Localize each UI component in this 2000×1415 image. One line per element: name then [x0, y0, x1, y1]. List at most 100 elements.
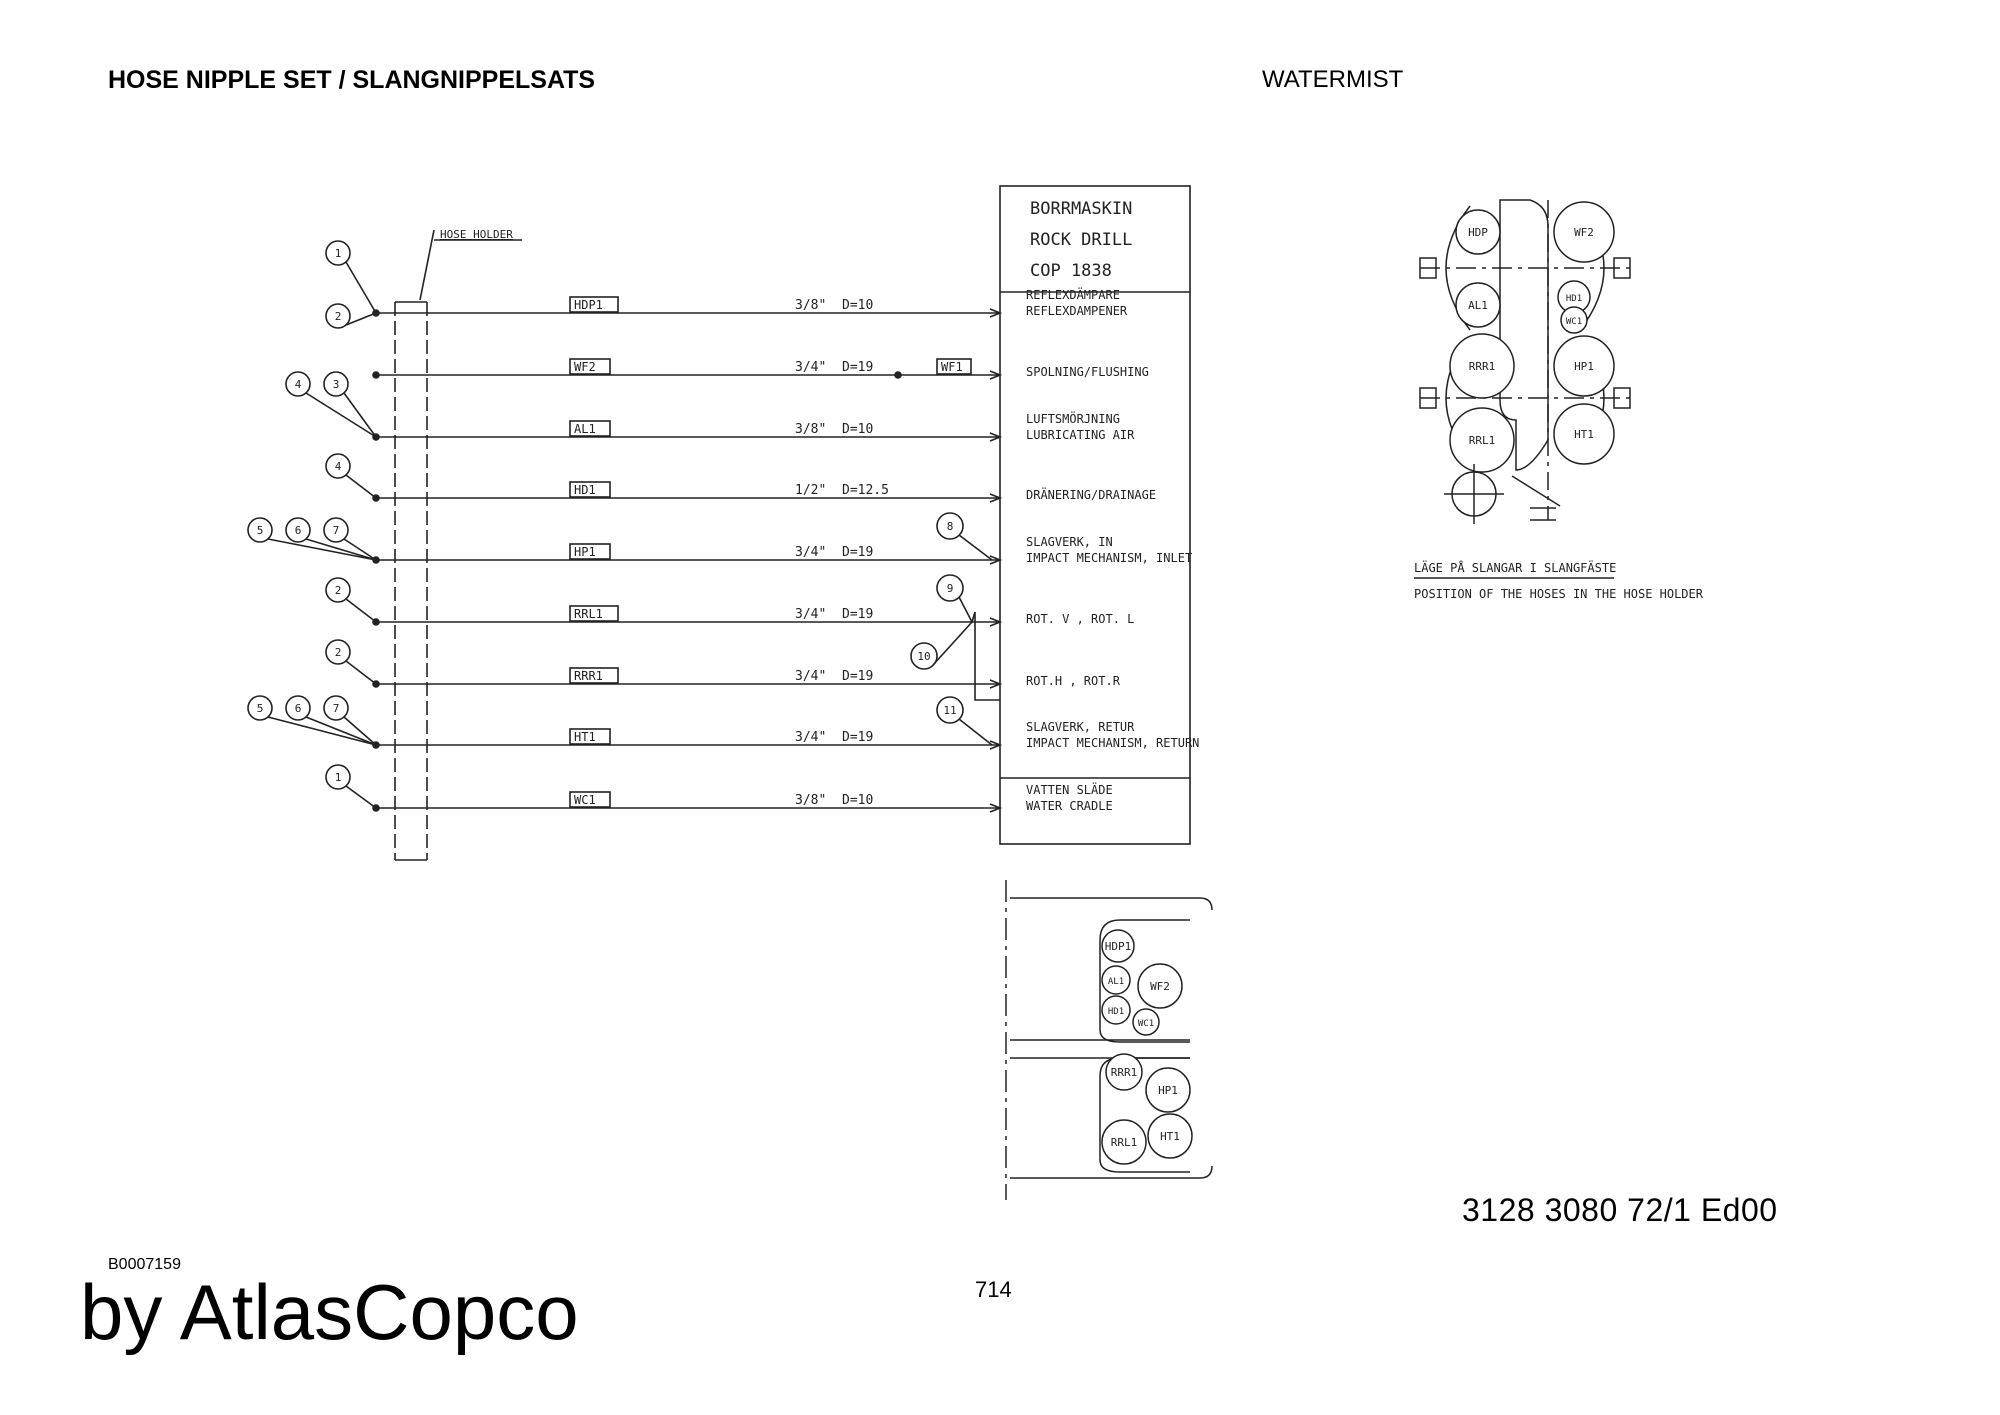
hose-diameter-label: D=19: [842, 545, 873, 560]
hose-size-label: 1/2": [795, 483, 826, 498]
drill-port-label: REFLEXDAMPENER: [1026, 304, 1128, 318]
rotation-bracket: [974, 612, 1000, 701]
right-callout-balloon: 9: [936, 574, 973, 623]
callout-number: 7: [333, 702, 340, 715]
hose-label: AL1: [1108, 977, 1124, 987]
hose-arrowhead: [989, 555, 1003, 565]
hose-holder-leader: [419, 229, 435, 301]
page-number: 714: [975, 1277, 1012, 1302]
hose-code-label: HT1: [574, 730, 596, 744]
callout-number: 2: [335, 646, 342, 659]
callout-balloon: 3: [323, 371, 377, 438]
callout-circle: [285, 517, 311, 543]
callout-circle: [325, 240, 351, 266]
callout-leader: [345, 660, 377, 685]
callout-leader: [958, 596, 973, 623]
hose-size-label: 3/4": [795, 730, 826, 745]
section-view-hose-al1: AL1: [1101, 965, 1131, 995]
hose-code-box: [569, 791, 611, 808]
hose-arrowhead: [989, 803, 1003, 813]
hose-size-label: 3/4": [795, 669, 826, 684]
callout-leader: [345, 785, 377, 809]
drill-port-label: LUBRICATING AIR: [1026, 428, 1135, 442]
callout-leader: [958, 718, 993, 746]
hose-label: WC1: [1566, 317, 1582, 327]
callout-number: 9: [947, 582, 954, 595]
right-callout-balloon: 11: [936, 696, 993, 746]
callout-leader: [343, 716, 377, 746]
hose-label: HD1: [1566, 294, 1582, 304]
hose-label: WC1: [1138, 1019, 1154, 1029]
hose-arrowhead: [989, 617, 1003, 627]
callout-leader: [305, 538, 377, 561]
right-callout-balloon: 8: [936, 512, 993, 561]
hose-label: RRR1: [1111, 1066, 1138, 1079]
drill-title-1: BORRMASKIN: [1030, 199, 1132, 219]
hose-circle: [1147, 1113, 1193, 1159]
callout-balloon: 4: [325, 453, 377, 499]
top-view-hose-rrl1: RRL1: [1449, 407, 1515, 473]
callout-leader: [343, 538, 377, 561]
drill-port-label: IMPACT MECHANISM, RETURN: [1026, 736, 1199, 750]
hose-size-label: 3/4": [795, 607, 826, 622]
hose-diameter-label: D=10: [842, 422, 873, 437]
section-top-flange: [1010, 897, 1213, 911]
hose-label: RRL1: [1469, 434, 1496, 447]
callout-circle: [247, 517, 273, 543]
hose-circle: [1455, 209, 1501, 255]
callout-balloon: 2: [325, 639, 377, 685]
bolt-head-right: [1613, 387, 1631, 409]
hose-label: HT1: [1160, 1130, 1180, 1143]
hose-code-box: [569, 296, 619, 313]
section-view-hose-wc1: WC1: [1132, 1008, 1160, 1036]
hose-arrowhead: [989, 679, 1003, 689]
hose-diameter-label: D=19: [842, 607, 873, 622]
hose-circle: [1145, 1067, 1191, 1113]
section-view-hose-rrr1: RRR1: [1105, 1053, 1143, 1091]
hose-arrowhead: [989, 740, 1003, 750]
callout-number: 6: [295, 524, 302, 537]
hose-code-label: RRL1: [574, 607, 603, 621]
drill-port-label: SLAGVERK, RETUR: [1026, 720, 1135, 734]
section-view-hose-ht1: HT1: [1147, 1113, 1193, 1159]
drill-port-label: SPOLNING/FLUSHING: [1026, 365, 1149, 379]
hose-code-label: RRR1: [574, 669, 603, 683]
callout-number: 11: [943, 704, 956, 717]
callout-balloon: 2: [325, 577, 377, 623]
callout-circle: [323, 517, 349, 543]
drawing-id: B0007159: [108, 1256, 181, 1273]
hose-label: WF2: [1574, 226, 1594, 239]
section-view-hose-hp1: HP1: [1145, 1067, 1191, 1113]
drill-port-label: LUFTSMÖRJNING: [1026, 410, 1120, 426]
callout-balloon: 4: [285, 371, 377, 438]
hose-circle: [1455, 282, 1501, 328]
callout-circle: [247, 695, 273, 721]
hose-circle: [1101, 1119, 1147, 1165]
section-label: WATERMIST: [1262, 66, 1404, 93]
drill-port-label: ROT. V , ROT. L: [1026, 612, 1134, 626]
hose-size-label: 3/8": [795, 298, 826, 313]
callout-circle: [936, 574, 964, 602]
hose-circle: [1101, 995, 1131, 1025]
callout-circle: [325, 764, 351, 790]
callout-circle: [285, 695, 311, 721]
callout-balloon: 6: [285, 517, 377, 561]
callout-balloon: 6: [285, 695, 377, 746]
callout-number: 1: [335, 771, 342, 784]
callout-balloon: 1: [325, 764, 377, 809]
hose-diameter-label: D=10: [842, 793, 873, 808]
hose-code-label: HDP1: [574, 298, 603, 312]
document-code: 3128 3080 72/1 Ed00: [1462, 1192, 1778, 1228]
hose-code-box: [569, 667, 619, 684]
callout-number: 4: [335, 460, 342, 473]
hose-circle: [1101, 929, 1135, 963]
right-callout-balloon: 10: [910, 621, 973, 670]
